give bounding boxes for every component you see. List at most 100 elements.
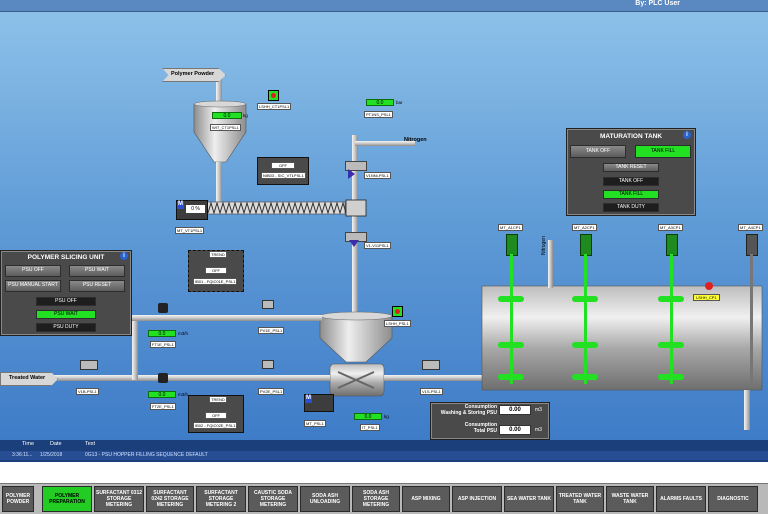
hopper-level-switch[interactable] xyxy=(268,90,279,101)
flow2-valve-tag: PV2E_PSL1 xyxy=(258,388,285,395)
alarm-col-date: Date xyxy=(50,441,62,447)
flow2-valve-actuator xyxy=(262,360,274,369)
agitator-blade xyxy=(572,342,598,348)
tank-off-button[interactable]: TANK OFF xyxy=(570,145,626,158)
consumption-washing-value: 0.00 xyxy=(499,405,531,415)
tank-reset-button[interactable]: TANK RESET xyxy=(603,163,659,172)
feeder-motor[interactable]: M 0 % xyxy=(176,200,208,220)
nav-asp-injection[interactable]: ASP INJECTION xyxy=(452,486,502,512)
outlet-valve-actuator xyxy=(422,360,440,370)
info-icon[interactable]: i xyxy=(683,131,691,139)
feeder-ctrl-state: OFF xyxy=(271,162,295,169)
psu-wait-button[interactable]: PSU WAIT xyxy=(69,265,125,277)
nitrogen-valve1-actuator xyxy=(345,161,367,171)
nav-polymer-powder[interactable]: POLYMER POWDER xyxy=(2,486,34,512)
nav-surfactant-0242[interactable]: SURFACTANT 0242 STORAGE METERING xyxy=(146,486,194,512)
level-alarm-icon xyxy=(395,309,400,314)
mix-hopper-motor[interactable]: M xyxy=(304,394,334,412)
maturation-title: MATURATION TANK xyxy=(599,133,663,140)
nitrogen-pressure-value: 0.0 xyxy=(366,99,394,106)
psu-reset-button[interactable]: PSU RESET xyxy=(69,280,125,292)
flow2-value: 0.0 xyxy=(148,391,176,398)
pipe-powder xyxy=(216,75,222,105)
flow2-ctrl-tag: IB02 - FQIC02E_PSL1 xyxy=(193,422,238,429)
agitator-2-tag: MT_A2CP1 xyxy=(572,224,597,231)
info-icon[interactable]: i xyxy=(120,252,128,260)
nav-surfactant-storage-2[interactable]: SURFACTANT STORAGE METERING 2 xyxy=(196,486,246,512)
feeder-controller[interactable]: OFF NIB03 - SIC_VT1PSL1 xyxy=(257,157,309,185)
nav-soda-ash-storage[interactable]: SODA ASH STORAGE METERING xyxy=(352,486,400,512)
nitrogen-valve1-icon[interactable] xyxy=(348,169,355,179)
mix-hopper-level-tag: LSHH_PSL1 xyxy=(384,320,411,327)
hopper-weight-tag: WIT_CT1PSL1 xyxy=(210,124,241,131)
nav-alarms-faults[interactable]: ALARMS FAULTS xyxy=(656,486,706,512)
outlet-valve-tag: V1S-PSL1 xyxy=(420,388,443,395)
agitator-motor-icon xyxy=(746,234,758,256)
flow1-controller[interactable]: TREND OFF IB01 - FQIC01E_PSL1 xyxy=(188,250,244,292)
title-bar: By: PLC User xyxy=(0,0,768,12)
tank-level-alarm-icon[interactable] xyxy=(705,282,713,290)
nav-treated-water-tank[interactable]: TREATED WATER TANK xyxy=(556,486,604,512)
agitator-motor-icon xyxy=(666,234,678,256)
flow2-transmitter-icon[interactable] xyxy=(158,373,168,383)
feeder-motor-value: 0 xyxy=(191,206,194,212)
flow2-tag: FT2E_PSL1 xyxy=(150,403,176,410)
alarm-row[interactable]: 3:36:11... 1/25/2018 0G13 - PSU HOPPER F… xyxy=(0,451,768,460)
inlet-valve-actuator xyxy=(80,360,98,370)
flow2-controller[interactable]: TREND OFF IB02 - FQIC02E_PSL1 xyxy=(188,395,244,433)
agitator-blade xyxy=(572,374,598,380)
mix-hopper-motor-tag: MT_PSL1 xyxy=(304,420,326,427)
flow2-unit: m3/h xyxy=(178,392,189,397)
flow1-ctrl-state: OFF xyxy=(205,267,227,274)
nav-sea-water-tank[interactable]: SEA WATER TANK xyxy=(504,486,554,512)
motor-icon: M xyxy=(305,395,312,403)
flow1-value: 0.0 xyxy=(148,330,176,337)
flow1-ctrl-tag: IB01 - FQIC01E_PSL1 xyxy=(193,278,238,285)
agitator-blade xyxy=(498,342,524,348)
flow1-tag: FT1E_PSL1 xyxy=(150,341,176,348)
consumption-washing-unit: m3 xyxy=(535,407,542,413)
outlet-valve-icon[interactable] xyxy=(423,372,437,382)
alarm-col-text: Text xyxy=(85,441,96,447)
psu-wait-status: PSU WAIT xyxy=(36,310,96,319)
treated-water-label: Treated Water xyxy=(9,375,46,381)
mix-hopper-level-switch[interactable] xyxy=(392,306,403,317)
psu-off-button[interactable]: PSU OFF xyxy=(5,265,61,277)
flow2-valve-icon[interactable] xyxy=(260,372,274,382)
polymer-powder-label: Polymer Powder xyxy=(171,71,215,77)
alarm-time: 3:36:11... xyxy=(12,452,33,458)
flow1-trend-button[interactable]: TREND xyxy=(209,251,227,258)
consumption-total-unit: m3 xyxy=(535,427,542,433)
tank-fill-button[interactable]: TANK FILL xyxy=(635,145,691,158)
feeder-ctrl-tag: NIB03 - SIC_VT1PSL1 xyxy=(261,172,306,179)
navigation-bar: POLYMER POWDER POLYMER PREPARATION SURFA… xyxy=(0,483,768,514)
tank-off-status: TANK OFF xyxy=(603,177,659,186)
psu-manual-start-button[interactable]: PSU MANUAL START xyxy=(5,280,61,292)
psu-duty-status: PSU DUTY xyxy=(36,323,96,332)
nav-asp-mixing[interactable]: ASP MIXING xyxy=(402,486,450,512)
nitrogen-valve2-icon[interactable] xyxy=(349,240,359,247)
flow1-valve-tag: PV1E_PSL1 xyxy=(258,327,285,334)
psu-off-status: PSU OFF xyxy=(36,297,96,306)
alarm-bar: Time Date Text 3:36:11... 1/25/2018 0G13… xyxy=(0,440,768,462)
nav-diagnostic[interactable]: DIAGNOSTIC xyxy=(708,486,758,512)
nav-soda-ash-unloading[interactable]: SODA ASH UNLOADING xyxy=(300,486,350,512)
alarm-date: 1/25/2018 xyxy=(40,452,63,458)
flow2-trend-button[interactable]: TREND xyxy=(209,396,227,403)
nav-polymer-preparation[interactable]: POLYMER PREPARATION xyxy=(42,486,92,512)
nav-waste-water-tank[interactable]: WASTE WATER TANK xyxy=(606,486,654,512)
nav-surfactant-0312[interactable]: SURFACTANT 0312 STORAGE METERING xyxy=(94,486,144,512)
consumption-panel: Consumption Washing & Storing PSU 0.00 m… xyxy=(430,402,550,440)
agitator-group: MT_A1CP1 MT_A2CP1 MT_A3CP1 MT_A4CP1 xyxy=(486,224,766,392)
agitator-blade xyxy=(498,374,524,380)
slicing-title: POLYMER SLICING UNIT xyxy=(27,254,105,261)
flow1-transmitter-icon[interactable] xyxy=(158,303,168,313)
tank-level-tag: LSHH_CP1 xyxy=(693,294,720,301)
consumption-total-label: Consumption Total PSU xyxy=(464,422,497,434)
flow1-valve-icon[interactable] xyxy=(260,312,274,322)
nav-caustic-soda[interactable]: CAUSTIC SODA STORAGE METERING xyxy=(248,486,298,512)
inlet-valve-icon[interactable] xyxy=(81,372,95,382)
agitator-blade xyxy=(498,296,524,302)
process-screen: By: PLC User xyxy=(0,0,768,440)
feeder-motor-tag: MT_VT1PSL1 xyxy=(175,227,205,234)
